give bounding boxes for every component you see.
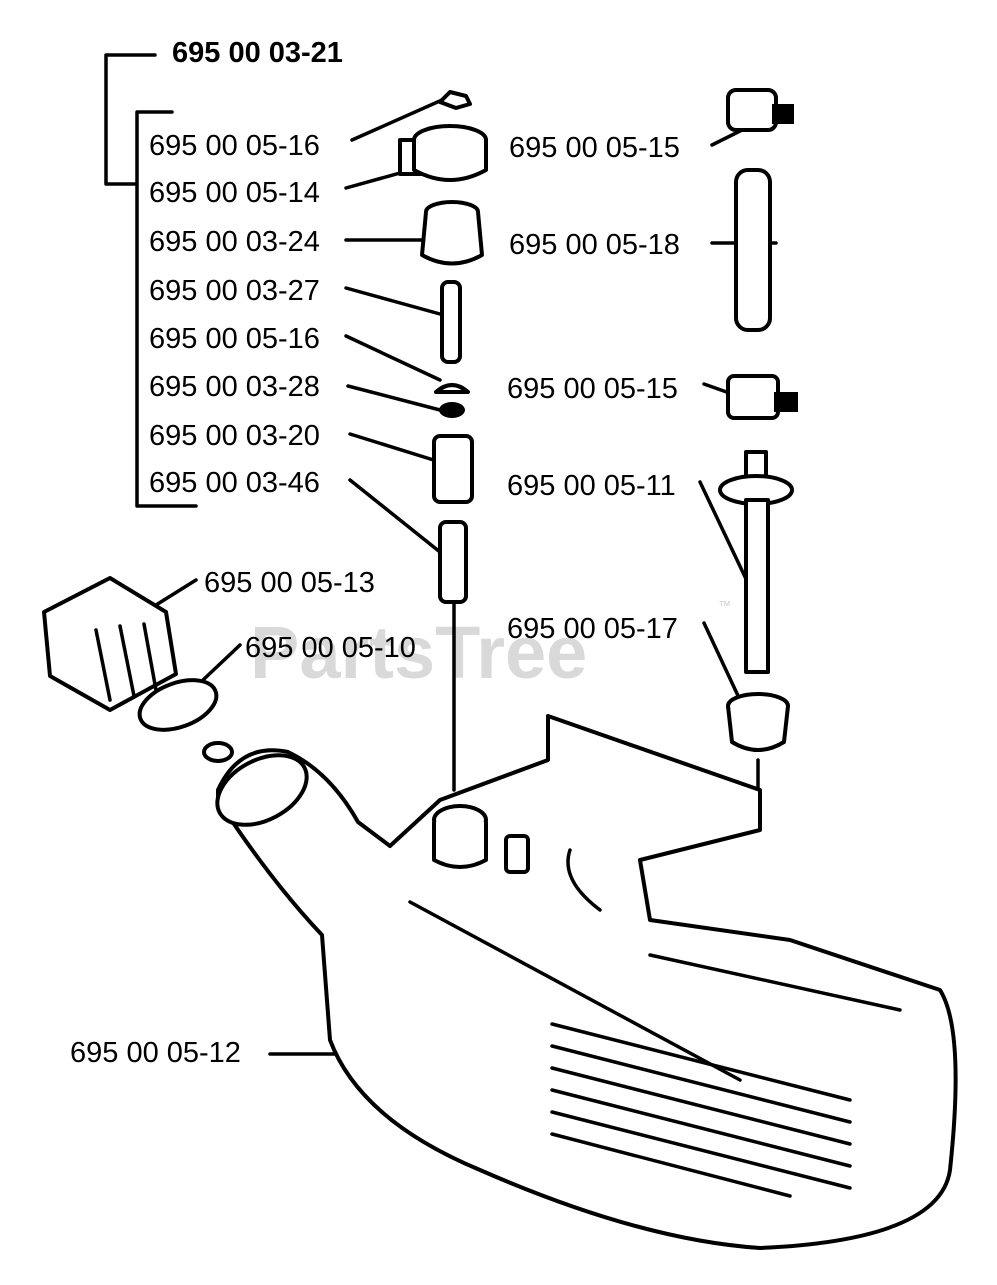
tank-ribs — [550, 1022, 852, 1198]
label-695-00-05-15-top[interactable]: 695 00 05-15 — [509, 132, 680, 164]
label-695-00-05-14[interactable]: 695 00 05-14 — [149, 177, 320, 209]
label-695-00-05-15-mid[interactable]: 695 00 05-15 — [507, 373, 678, 405]
assembly-bracket-inner — [135, 110, 198, 508]
part-695-00-05-16-top-drawing — [438, 90, 472, 110]
part-695-00-05-11-drawing — [718, 450, 794, 674]
watermark: PartsTree — [250, 611, 587, 694]
label-695-00-03-46[interactable]: 695 00 03-46 — [149, 467, 320, 499]
assembly-bracket-outer — [104, 53, 157, 186]
part-695-00-03-20-drawing — [432, 434, 474, 504]
part-695-00-03-24-drawing — [420, 200, 484, 266]
label-695-00-05-18[interactable]: 695 00 05-18 — [509, 229, 680, 261]
part-695-00-05-12-drawing — [215, 714, 958, 1250]
label-695-00-05-13[interactable]: 695 00 05-13 — [204, 567, 375, 599]
label-695-00-05-12[interactable]: 695 00 05-12 — [70, 1037, 241, 1069]
part-695-00-05-15-mid-drawing — [726, 374, 798, 420]
label-695-00-03-28[interactable]: 695 00 03-28 — [149, 371, 320, 403]
part-695-00-03-27-drawing — [440, 280, 462, 364]
part-695-00-05-18-drawing — [734, 168, 772, 332]
label-695-00-05-16-top[interactable]: 695 00 05-16 — [149, 130, 320, 162]
part-695-00-05-14-drawing — [398, 124, 488, 182]
label-695-00-03-20[interactable]: 695 00 03-20 — [149, 420, 320, 452]
label-695-00-05-10[interactable]: 695 00 05-10 — [245, 632, 416, 664]
label-695-00-03-24[interactable]: 695 00 03-24 — [149, 226, 320, 258]
label-695-00-03-27[interactable]: 695 00 03-27 — [149, 275, 320, 307]
part-695-00-05-15-top-drawing — [726, 88, 794, 132]
part-695-00-03-28-drawing — [439, 402, 465, 418]
part-695-00-05-16-mid-drawing — [434, 383, 470, 394]
label-695-00-05-17[interactable]: 695 00 05-17 — [507, 613, 678, 645]
part-695-00-05-10-drawing — [137, 678, 234, 763]
part-695-00-05-13-drawing — [42, 576, 178, 712]
part-695-00-03-46-drawing — [438, 520, 468, 792]
label-695-00-05-16-mid[interactable]: 695 00 05-16 — [149, 323, 320, 355]
label-695-00-05-11[interactable]: 695 00 05-11 — [507, 470, 676, 502]
watermark-trademark: ™ — [718, 598, 731, 613]
assembly-part-number[interactable]: 695 00 03-21 — [172, 37, 343, 69]
